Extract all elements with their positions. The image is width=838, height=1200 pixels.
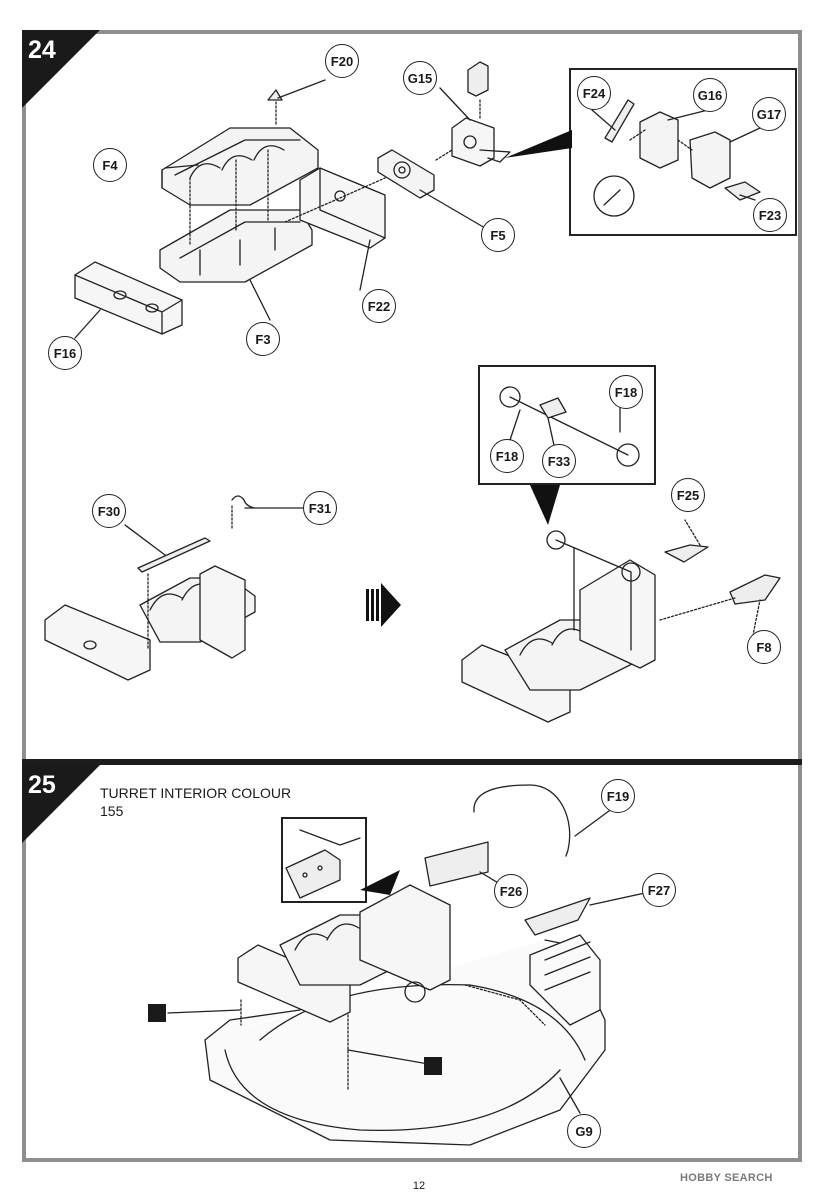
part-f4-cradle-top xyxy=(161,127,319,206)
callout-f27: F27 xyxy=(642,873,676,907)
part-f20 xyxy=(267,89,283,101)
step-24-badge: 24 xyxy=(22,30,100,108)
square-marker-1 xyxy=(148,1004,166,1022)
callout-f25: F25 xyxy=(671,478,705,512)
page-frame xyxy=(22,30,802,1162)
callout-f18-upper: F18 xyxy=(609,375,643,409)
callout-f19: F19 xyxy=(601,779,635,813)
callout-f23: F23 xyxy=(753,198,787,232)
step-25-badge: 25 xyxy=(22,765,100,843)
callout-f30: F30 xyxy=(92,494,126,528)
inset-3-art xyxy=(285,829,361,899)
subassembly-left xyxy=(44,495,304,681)
callout-f16: F16 xyxy=(48,336,82,370)
callout-f3: F3 xyxy=(246,322,280,356)
callout-f31: F31 xyxy=(303,491,337,525)
callout-f5: F5 xyxy=(481,218,515,252)
callout-f22: F22 xyxy=(362,289,396,323)
part-f16-block xyxy=(74,261,183,335)
callout-f20: F20 xyxy=(325,44,359,78)
callout-f8: F8 xyxy=(747,630,781,664)
part-f5-mount xyxy=(377,149,435,199)
step-divider xyxy=(22,759,802,765)
subassembly-right xyxy=(461,485,781,723)
page-number: 12 xyxy=(412,1180,426,1192)
callout-f18-lower: F18 xyxy=(490,439,524,473)
part-g15-bracket xyxy=(435,61,511,167)
callout-f33: F33 xyxy=(542,444,576,478)
inset-2-art xyxy=(499,386,640,467)
part-f3-cradle-bottom xyxy=(159,209,313,283)
colour-code: 155 xyxy=(100,803,124,819)
callout-g16: G16 xyxy=(693,78,727,112)
inset-1-art xyxy=(593,99,761,217)
callout-f26: F26 xyxy=(494,874,528,908)
step-25-number: 25 xyxy=(28,771,56,799)
part-f22-plate xyxy=(299,167,386,249)
callout-g15: G15 xyxy=(403,61,437,95)
hobby-search-watermark: HOBBY SEARCH xyxy=(680,1172,773,1184)
square-marker-2 xyxy=(424,1057,442,1075)
colour-label: TURRET INTERIOR COLOUR xyxy=(100,785,292,801)
callout-f24: F24 xyxy=(577,76,611,110)
callout-g17: G17 xyxy=(752,97,786,131)
turret-interior-colour-note: TURRET INTERIOR COLOUR 155 xyxy=(100,784,291,820)
next-stage-arrow-icon xyxy=(366,583,401,627)
callout-g9: G9 xyxy=(567,1114,601,1148)
callout-f4: F4 xyxy=(93,148,127,182)
step-24-number: 24 xyxy=(28,36,56,64)
turret-ring-assembly xyxy=(167,784,646,1146)
